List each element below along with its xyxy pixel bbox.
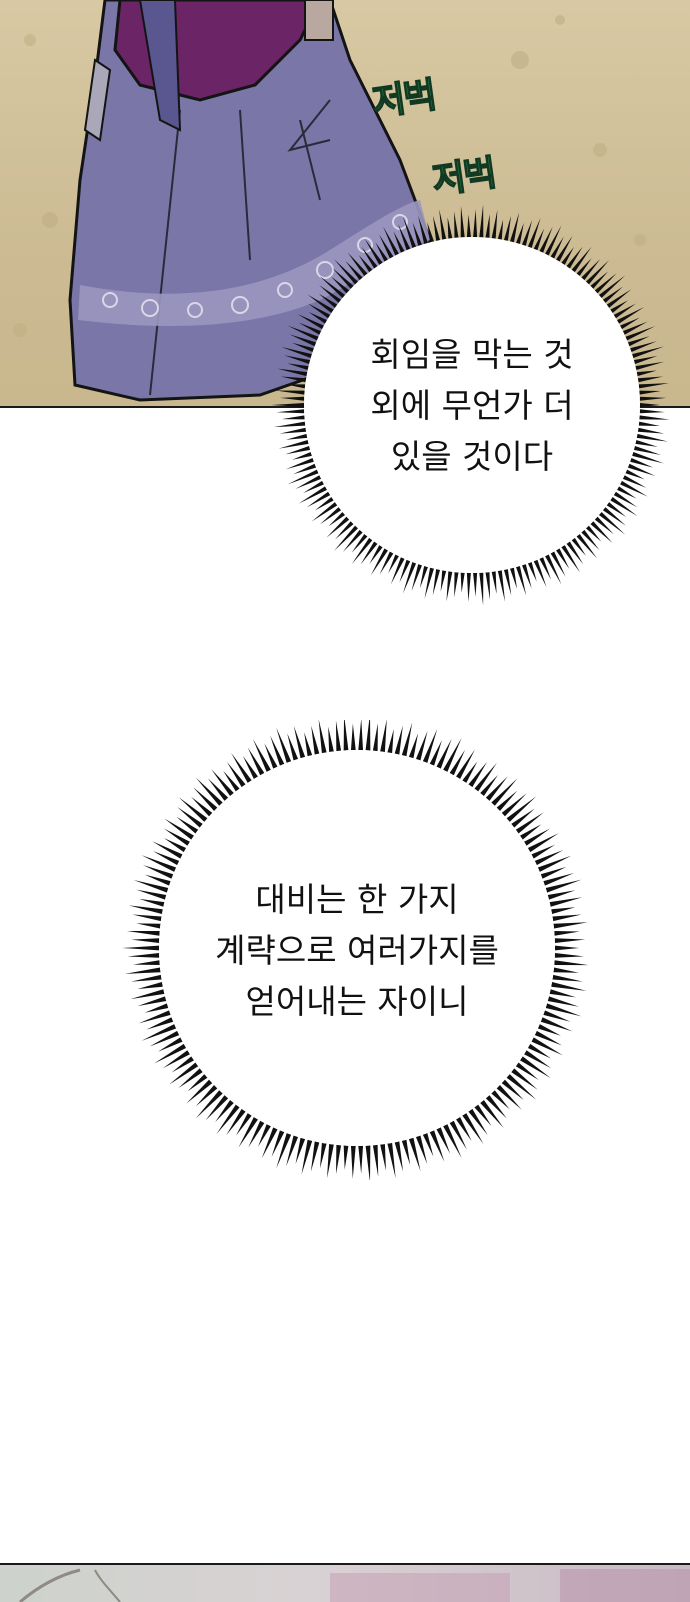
bubble-2-line-2: 계략으로 여러가지를 [215, 930, 499, 970]
spiky-bubble-outline-1 [271, 204, 670, 606]
bottom-comic-panel [0, 1563, 690, 1602]
next-scene-illustration [19, 1568, 690, 1602]
footstep-sfx-1: 저벅 [369, 74, 438, 125]
bubble-1-line-1: 회임을 막는 것 [370, 334, 574, 374]
bubble-1-line-3: 있을 것이다 [390, 436, 554, 476]
spiky-bubble-outline-2 [122, 713, 589, 1183]
footstep-sfx-2: 저벅 [429, 152, 498, 203]
thought-bubble-1: 회임을 막는 것 외에 무언가 더 있을 것이다 [262, 204, 682, 606]
bubble-2-line-1: 대비는 한 가지 [255, 879, 459, 919]
bubble-1-line-2: 외에 무언가 더 [370, 385, 574, 425]
thought-bubble-2: 대비는 한 가지 계략으로 여러가지를 얻어내는 자이니 [112, 713, 602, 1183]
bubble-2-line-3: 얻어내는 자이니 [245, 981, 469, 1021]
